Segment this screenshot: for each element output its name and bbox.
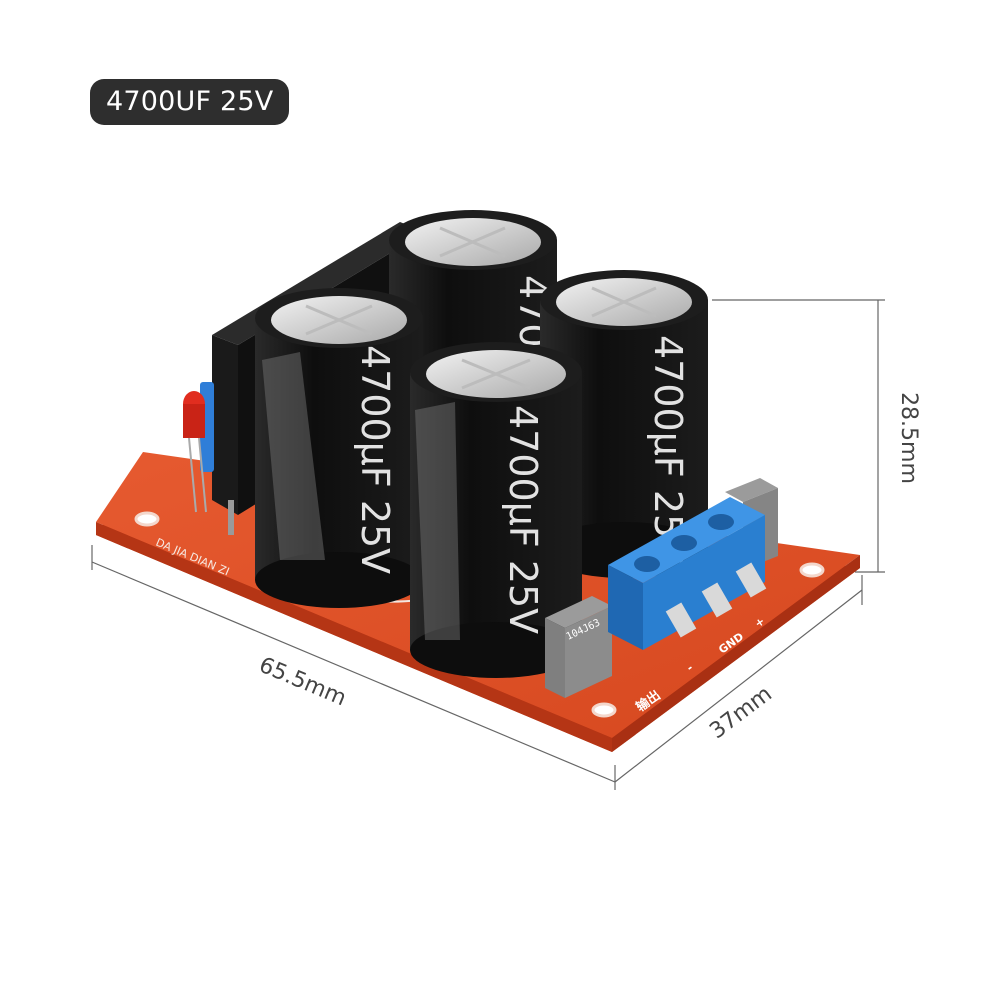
height-dimension-label: 28.5mm bbox=[896, 392, 921, 484]
length-dimension-label: 65.5mm bbox=[255, 653, 349, 712]
capacitor-label: 4700µF 25V bbox=[501, 405, 545, 634]
terminal-screw-plus[interactable] bbox=[708, 514, 734, 530]
mounting-hole bbox=[591, 702, 617, 718]
film-capacitor-front: 104J63 bbox=[545, 596, 612, 698]
capacitor-left: 4700µF 25V bbox=[255, 288, 423, 608]
terminal-label-minus: - bbox=[684, 661, 695, 674]
power-led bbox=[183, 382, 214, 513]
capacity-voltage-badge: 4700UF 25V bbox=[90, 79, 290, 125]
mounting-hole bbox=[134, 511, 160, 527]
capacitor-front: 4700µF 25V bbox=[410, 342, 582, 678]
output-terminal-block[interactable] bbox=[608, 497, 767, 650]
terminal-screw-minus[interactable] bbox=[634, 556, 660, 572]
dimension-lines bbox=[91, 299, 885, 790]
width-dimension-line bbox=[614, 589, 863, 783]
width-dimension-label: 37mm bbox=[705, 682, 777, 745]
length-dimension-line bbox=[91, 561, 616, 783]
terminal-screw-gnd[interactable] bbox=[671, 535, 697, 551]
mounting-hole bbox=[799, 562, 825, 578]
capacitor-label: 4700µF 25V bbox=[353, 345, 397, 574]
